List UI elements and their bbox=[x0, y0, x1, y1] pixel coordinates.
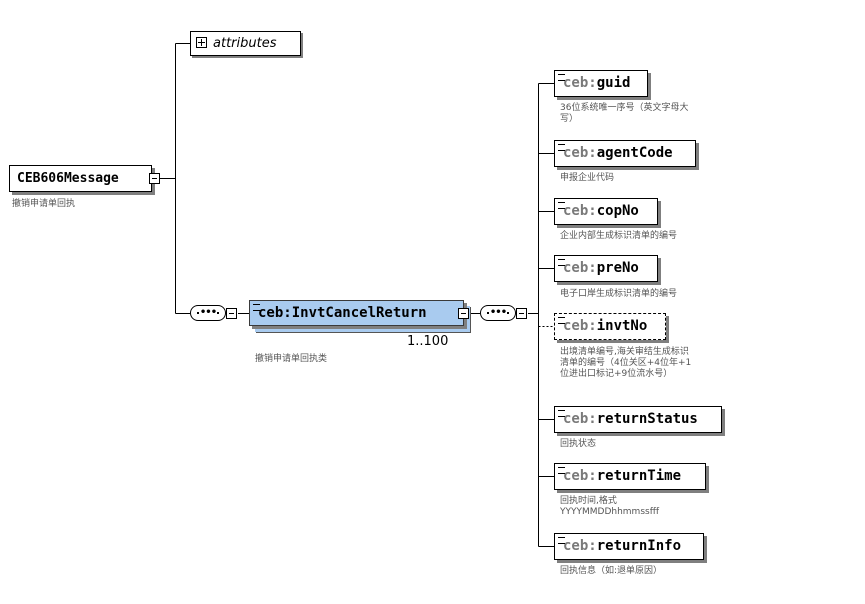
namespace-prefix: ceb: bbox=[563, 538, 597, 554]
namespace-prefix: ceb: bbox=[563, 318, 597, 334]
element-name: agentCode bbox=[596, 145, 673, 161]
attributes-label: attributes bbox=[213, 36, 277, 51]
element-name: guid bbox=[596, 75, 631, 91]
element-name: returnTime bbox=[596, 468, 682, 484]
root-element-ceb606message[interactable]: CEB606Message bbox=[9, 165, 152, 192]
attributes-node[interactable]: attributes bbox=[190, 31, 301, 56]
element-name: invtNo bbox=[596, 318, 648, 334]
sequence-1-collapse-toggle[interactable] bbox=[226, 308, 237, 319]
expand-plus-icon[interactable] bbox=[196, 37, 207, 48]
element-guid[interactable]: ceb:guid bbox=[554, 70, 648, 97]
invtno-description: 出境清单编号,海关审结生成标识清单的编号（4位关区+4位年+1位进出口标记+9位… bbox=[560, 347, 692, 379]
sequence-2-collapse-toggle[interactable] bbox=[516, 308, 527, 319]
element-agentcode[interactable]: ceb:agentCode bbox=[554, 140, 696, 167]
root-description: 撤销申请单回执 bbox=[12, 199, 76, 209]
element-name: InvtCancelReturn bbox=[291, 305, 427, 321]
element-returntime[interactable]: ceb:returnTime bbox=[554, 463, 706, 490]
element-name: preNo bbox=[596, 260, 639, 276]
returninfo-description: 回执信息（如:退单原因） bbox=[560, 566, 663, 576]
cardinality-label: 1..100 bbox=[407, 334, 449, 349]
sequence-dots-icon: ••• bbox=[488, 307, 507, 318]
element-invtcancelreturn[interactable]: ceb:InvtCancelReturn bbox=[249, 300, 464, 326]
namespace-prefix: ceb: bbox=[563, 260, 597, 276]
sequence-compositor-2[interactable]: ••• bbox=[480, 305, 516, 321]
namespace-prefix: ceb: bbox=[563, 203, 597, 219]
sequence-compositor-1[interactable]: ••• bbox=[190, 305, 226, 321]
returntime-description: 回执时间,格式YYYYMMDDhhmmssfff bbox=[560, 496, 660, 517]
namespace-prefix: ceb: bbox=[563, 75, 597, 91]
agentcode-description: 申报企业代码 bbox=[560, 173, 615, 183]
element-name: copNo bbox=[596, 203, 639, 219]
sequence-dots-icon: ••• bbox=[198, 307, 217, 318]
namespace-prefix: ceb: bbox=[563, 145, 597, 161]
namespace-prefix: ceb: bbox=[563, 468, 597, 484]
invtcancelreturn-collapse-toggle[interactable] bbox=[458, 308, 469, 319]
element-copno[interactable]: ceb:copNo bbox=[554, 198, 658, 225]
invtcancelreturn-description: 撤销申请单回执类 bbox=[255, 354, 328, 364]
element-returnstatus[interactable]: ceb:returnStatus bbox=[554, 406, 722, 433]
root-collapse-toggle[interactable] bbox=[149, 173, 160, 184]
returnstatus-description: 回执状态 bbox=[560, 439, 597, 449]
element-preno[interactable]: ceb:preNo bbox=[554, 255, 658, 282]
element-name: returnInfo bbox=[596, 538, 682, 554]
namespace-prefix: ceb: bbox=[258, 305, 292, 321]
root-element-label: CEB606Message bbox=[17, 171, 119, 186]
guid-description: 36位系统唯一序号（英文字母大写） bbox=[560, 103, 689, 124]
element-returninfo[interactable]: ceb:returnInfo bbox=[554, 533, 704, 560]
copno-description: 企业内部生成标识清单的编号 bbox=[560, 231, 678, 241]
element-name: returnStatus bbox=[596, 411, 698, 427]
preno-description: 电子口岸生成标识清单的编号 bbox=[560, 289, 678, 299]
element-invtno[interactable]: ceb:invtNo bbox=[554, 313, 666, 340]
namespace-prefix: ceb: bbox=[563, 411, 597, 427]
